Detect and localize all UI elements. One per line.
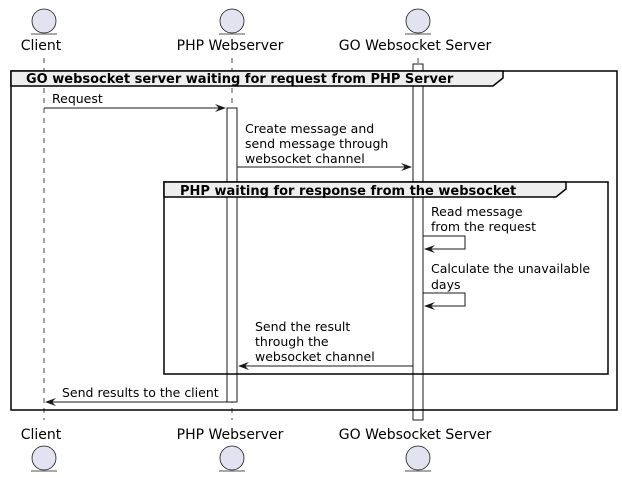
message-calculate: Calculate the unavailable days <box>423 261 590 310</box>
participant-go-bottom-label: GO Websocket Server <box>339 427 492 443</box>
actor-php-bottom-icon <box>219 445 245 471</box>
participant-go-top-label: GO Websocket Server <box>339 38 492 54</box>
message-send-result-line-1: Send the result <box>255 319 350 334</box>
message-send-client: Send results to the client <box>45 385 227 406</box>
actor-php-top-icon <box>219 8 245 34</box>
message-send-client-arrowhead <box>45 398 56 406</box>
message-create-arrowhead <box>401 163 412 171</box>
group-outer-header <box>10 70 504 87</box>
message-calculate-arrowhead <box>424 302 435 310</box>
message-calculate-line-1: Calculate the unavailable <box>431 261 590 276</box>
actor-client-top-icon <box>31 8 57 34</box>
message-send-result-line-2: through the <box>255 334 329 349</box>
message-create: Create message and send message through … <box>237 121 412 171</box>
activation-bar-go <box>412 63 424 421</box>
message-read-line-2: from the request <box>431 219 536 234</box>
participant-client-top: Client <box>21 8 62 54</box>
message-send-result-line-3: websocket channel <box>255 349 375 364</box>
group-inner-title: PHP waiting for response from the websoc… <box>180 184 516 199</box>
message-read-line-1: Read message <box>431 204 523 219</box>
message-send-result-arrowhead <box>238 362 249 370</box>
participant-php-bottom: PHP Webserver <box>177 427 284 472</box>
actor-go-top-icon <box>405 8 431 34</box>
participant-go-bottom: GO Websocket Server <box>339 427 492 472</box>
message-calculate-arrow <box>423 292 466 307</box>
group-outer-title: GO websocket server waiting for request … <box>26 72 454 87</box>
message-send-result: Send the result through the websocket ch… <box>238 319 413 370</box>
group-inner: PHP waiting for response from the websoc… <box>163 181 609 375</box>
message-calculate-line-2: days <box>431 277 461 292</box>
actor-client-bottom-icon <box>31 445 57 471</box>
participant-client-top-label: Client <box>21 38 62 54</box>
participant-php-bottom-label: PHP Webserver <box>177 427 284 443</box>
message-request-arrowhead <box>215 104 226 112</box>
message-read: Read message from the request <box>423 204 536 253</box>
participant-php-top: PHP Webserver <box>177 8 284 54</box>
actor-go-bottom-icon <box>405 445 431 471</box>
message-create-line-2: send message through <box>245 136 388 151</box>
participant-client-bottom: Client <box>21 427 62 472</box>
participant-php-top-label: PHP Webserver <box>177 38 284 54</box>
message-read-arrowhead <box>424 245 435 253</box>
group-inner-header <box>163 181 567 198</box>
message-request-label: Request <box>52 91 103 106</box>
activation-bar-php <box>226 107 238 403</box>
message-send-client-label: Send results to the client <box>62 385 219 400</box>
participant-client-bottom-label: Client <box>21 427 62 443</box>
message-request: Request <box>44 91 226 112</box>
message-create-line-1: Create message and <box>245 121 374 136</box>
participant-go-top: GO Websocket Server <box>339 8 492 54</box>
message-read-arrow <box>423 235 466 250</box>
message-create-line-3: websocket channel <box>245 151 365 166</box>
group-outer: GO websocket server waiting for request … <box>10 70 618 411</box>
